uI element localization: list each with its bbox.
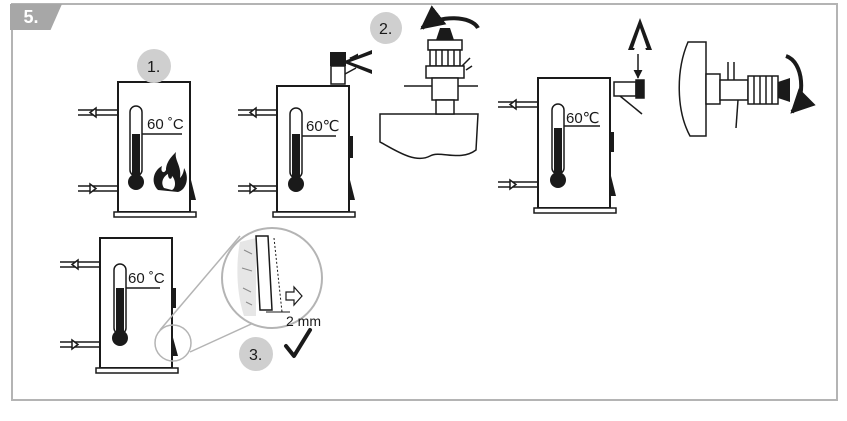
thermometer-icon [288,107,336,192]
step-badge-2: 2. [370,12,402,44]
temperature-label-3: 60℃ [566,110,600,127]
relief-valve-lever [610,172,616,196]
cold-water-pipe [78,106,118,119]
thermometer-icon [128,105,182,190]
thermometer-icon [112,263,160,346]
svg-text:1.: 1. [147,59,160,76]
figure-frame [11,3,838,401]
temperature-label-2: 60℃ [306,118,340,135]
thermometer-icon [550,103,600,188]
water-heater-2: 60℃ [238,52,372,218]
detail-letter-a-icon [342,50,372,74]
magnified-lever-detail [221,227,323,329]
rotate-arrow-icon [420,5,480,30]
relief-valve-lever [190,176,196,200]
water-heater-1: 60 ˚C [78,81,197,218]
safety-valve-top [330,52,357,85]
safety-valve-side [613,79,645,115]
rotate-arrow-icon [785,54,816,114]
check-mark-icon [284,328,312,358]
flame-icon [153,152,187,192]
mounting-surface [379,113,479,160]
section-number: 5. [23,6,39,27]
step-badge-3: 3. [239,337,273,371]
temperature-label-1: 60 ˚C [147,116,184,133]
gap-measurement-label: 2 mm [286,313,321,329]
hot-water-pipe [78,182,118,195]
temperature-label-4: 60 ˚C [128,270,165,287]
zoom-connector [159,235,261,353]
step-badge-1: 1. [137,49,171,83]
svg-text:3.: 3. [249,347,262,364]
detail-letter-a-icon [628,18,652,50]
relief-valve-lever [349,176,355,200]
valve-detail-a-side [678,41,816,137]
relief-valve-lever [172,334,178,356]
zoom-source-circle [154,324,192,362]
svg-text:2.: 2. [379,21,392,38]
water-heater-4: 60 ˚C [60,237,192,374]
water-heater-3: 60℃ [498,18,652,214]
valve-detail-a [342,5,480,160]
open-arrow-icon [285,285,303,307]
